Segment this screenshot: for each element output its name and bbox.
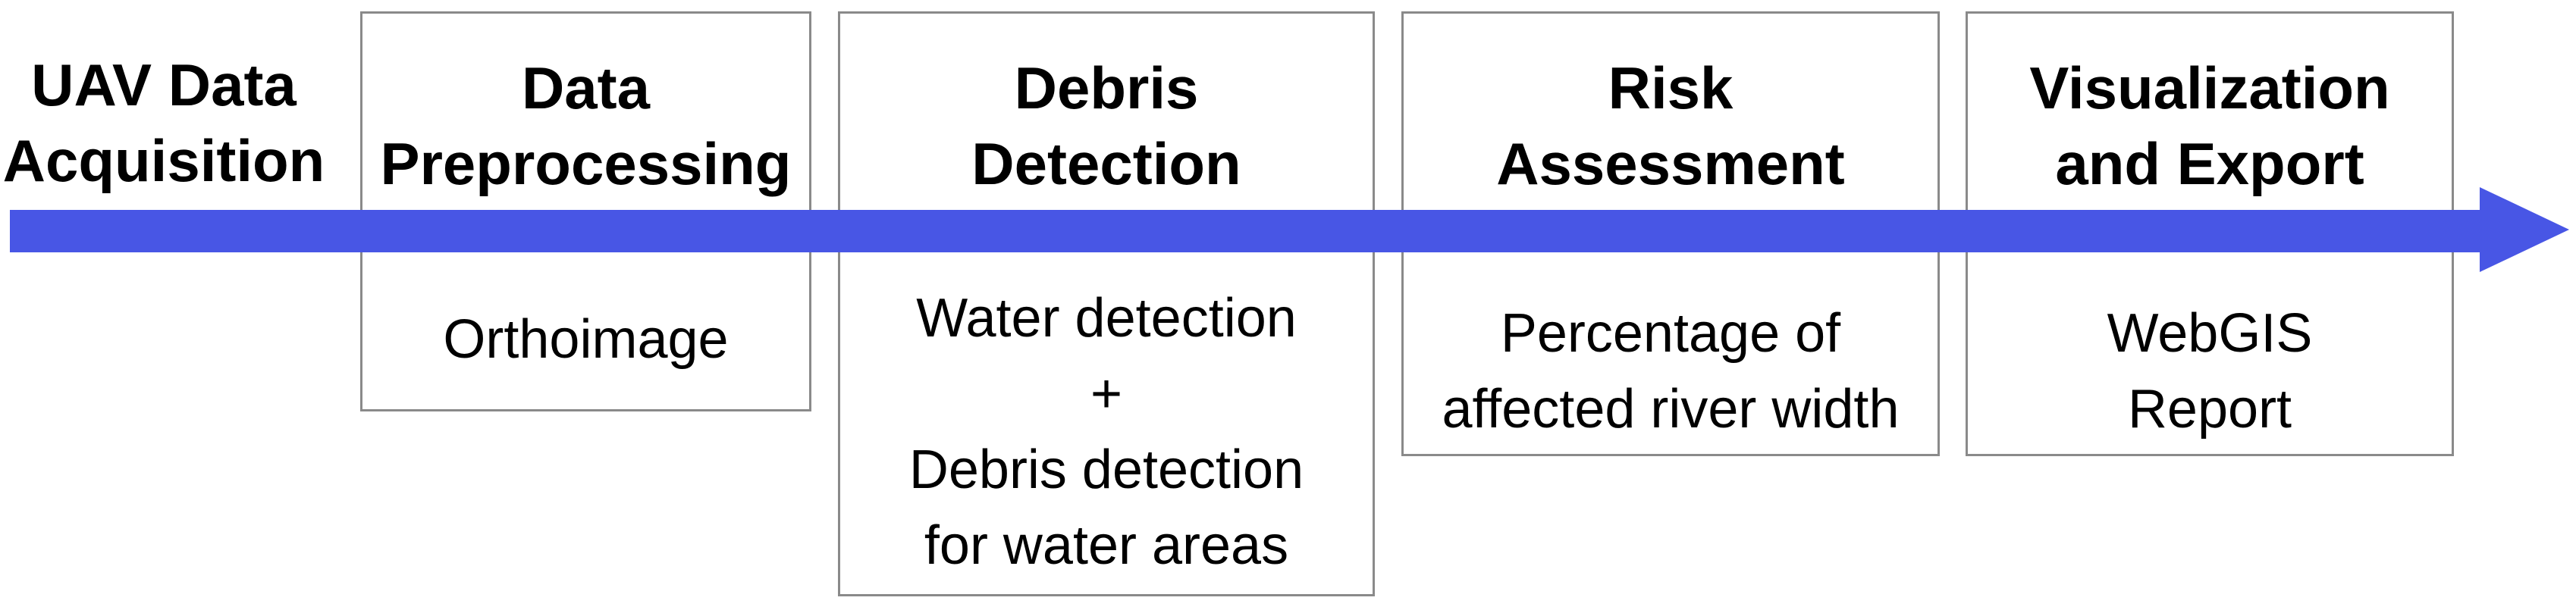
process-arrow-shaft (10, 210, 2480, 252)
stage-box-debris-detection: Debris Detection Water detection + Debri… (838, 11, 1375, 596)
stage-sublabel: WebGIS Report (1968, 296, 2452, 447)
stage-title-line: Acquisition (2, 127, 325, 194)
process-arrow-head-icon (2480, 187, 2569, 272)
stage-sublabel: Percentage of affected river width (1404, 296, 1937, 447)
stage-sublabel: Water detection + Debris detection for w… (840, 280, 1373, 583)
stage-sublabel-line: Percentage of (1500, 303, 1841, 364)
stage-title: Risk Assessment (1404, 50, 1937, 202)
stage-sublabel-line: affected river width (1442, 379, 1900, 440)
stage-title-line: Detection (971, 130, 1241, 197)
stage-title-line: Data (521, 55, 651, 121)
stage-sublabel-line: + (1090, 364, 1123, 424)
stage-title: Debris Detection (840, 50, 1373, 202)
stage-title-uav-data-acquisition: UAV Data Acquisition (0, 47, 328, 199)
stage-sublabel-line: Debris detection (908, 440, 1304, 500)
stage-title-line: Preprocessing (380, 130, 792, 197)
stage-title: Data Preprocessing (362, 50, 809, 202)
stage-title-line: Visualization (2029, 55, 2390, 121)
stage-sublabel-line: for water areas (924, 515, 1289, 576)
stage-title-line: UAV Data (31, 52, 297, 118)
stage-title-line: Assessment (1496, 130, 1845, 197)
stage-sublabel-line: Orthoimage (443, 309, 729, 370)
stage-sublabel-line: Water detection (916, 288, 1297, 349)
stage-sublabel-line: Report (2127, 379, 2292, 440)
stage-title-line: Risk (1608, 55, 1734, 121)
stage-title-line: Debris (1014, 55, 1199, 121)
stage-sublabel-line: WebGIS (2107, 303, 2313, 364)
stage-title-line: and Export (2055, 130, 2364, 197)
stage-sublabel: Orthoimage (362, 302, 809, 377)
stage-title: Visualization and Export (1968, 50, 2452, 202)
